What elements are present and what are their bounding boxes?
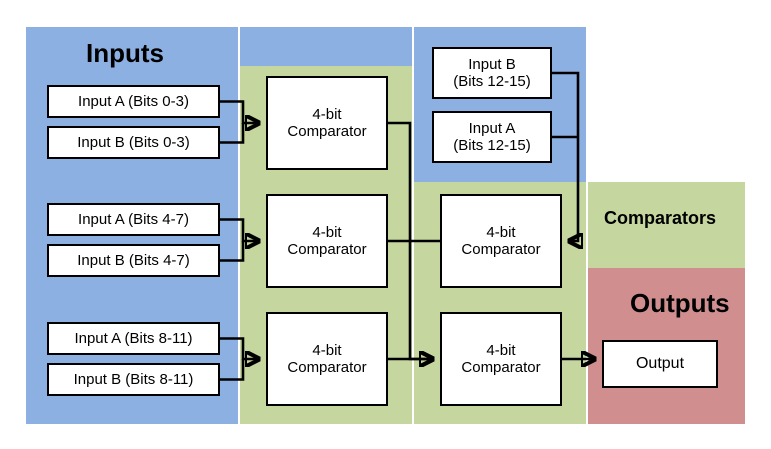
input-box-b-bits-0-3[interactable]: Input B (Bits 0-3) <box>47 126 220 159</box>
input-box-a-bits-12-15[interactable]: Input A (Bits 12-15) <box>432 111 552 163</box>
comparator-label-line2: Comparator <box>287 241 367 258</box>
input-box-a-bits-8-11[interactable]: Input A (Bits 8-11) <box>47 322 220 355</box>
input-box-label: Input B (Bits 0-3) <box>77 133 190 151</box>
comparator-label-line2: Comparator <box>461 241 541 258</box>
input-box-a-bits-0-3[interactable]: Input A (Bits 0-3) <box>47 85 220 118</box>
comparator-block-2[interactable]: 4-bit Comparator <box>266 194 388 288</box>
comparator-label-line1: 4-bit <box>312 341 342 359</box>
comparator-label-line2: Comparator <box>287 359 367 376</box>
input-box-label: Input B (Bits 8-11) <box>73 370 194 388</box>
comparator-label-line1: 4-bit <box>486 341 516 359</box>
input-box-b-bits-4-7[interactable]: Input B (Bits 4-7) <box>47 244 220 277</box>
input-box-label-line2: (Bits 12-15) <box>453 73 531 90</box>
zone-title-inputs: Inputs <box>86 38 164 68</box>
comparator-label-line2: Comparator <box>287 123 367 140</box>
comparator-block-4[interactable]: 4-bit Comparator <box>440 194 562 288</box>
comparator-label-line1: 4-bit <box>312 223 342 241</box>
input-box-b-bits-8-11[interactable]: Input B (Bits 8-11) <box>47 363 220 396</box>
input-box-b-bits-12-15[interactable]: Input B (Bits 12-15) <box>432 47 552 99</box>
input-box-label-line1: Input B <box>468 55 516 73</box>
input-box-label: Input B (Bits 4-7) <box>77 251 190 269</box>
output-box-label: Output <box>635 354 685 372</box>
comparator-block-5[interactable]: 4-bit Comparator <box>440 312 562 406</box>
input-box-label-line1: Input A <box>468 119 516 137</box>
zone-title-comparators: Comparators <box>604 208 717 228</box>
comparator-label-line1: 4-bit <box>312 105 342 123</box>
input-box-a-bits-4-7[interactable]: Input A (Bits 4-7) <box>47 203 220 236</box>
zone-comparators-label <box>588 182 745 268</box>
input-box-label: Input A (Bits 8-11) <box>74 329 193 347</box>
input-box-label: Input A (Bits 0-3) <box>78 92 189 110</box>
zone-title-outputs: Outputs <box>630 288 730 318</box>
comparator-label-line1: 4-bit <box>486 223 516 241</box>
comparator-block-1[interactable]: 4-bit Comparator <box>266 76 388 170</box>
input-box-label: Input A (Bits 4-7) <box>78 210 189 228</box>
comparator-label-line2: Comparator <box>461 359 541 376</box>
comparator-block-3[interactable]: 4-bit Comparator <box>266 312 388 406</box>
output-box[interactable]: Output <box>602 340 718 388</box>
input-box-label-line2: (Bits 12-15) <box>453 137 531 154</box>
zone-inputs-middle-top <box>240 27 412 66</box>
